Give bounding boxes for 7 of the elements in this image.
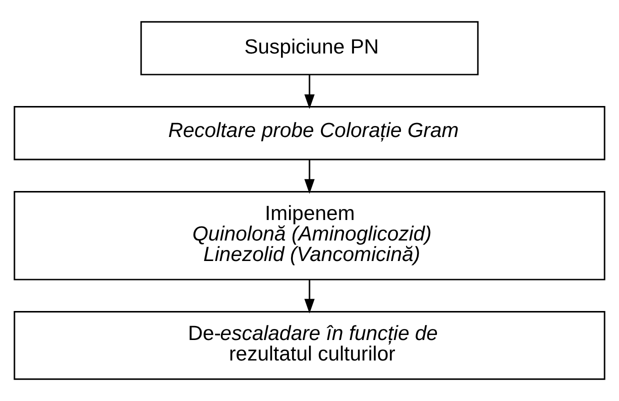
- arrow: [304, 160, 315, 194]
- node-box: De-escaladare în funcție de rezultatul culturilor: [14, 311, 606, 380]
- node-box: Suspiciune PN: [140, 21, 479, 76]
- node-box: Imipenem Quinolonă (Aminoglicozid) Linezolid (Vancomicină): [14, 190, 606, 280]
- node-box: Recoltare probe Colorație Gram: [14, 106, 606, 160]
- arrow: [304, 74, 315, 109]
- arrow: [304, 280, 315, 314]
